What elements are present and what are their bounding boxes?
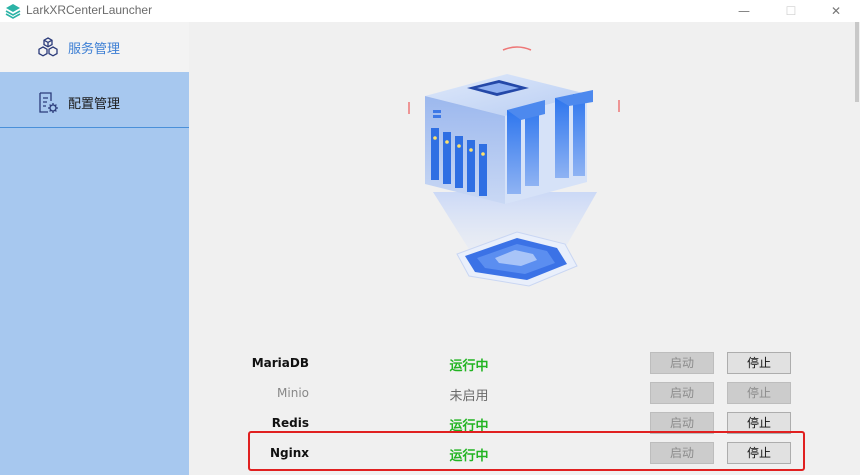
main-panel (189, 22, 854, 475)
service-name: Nginx (269, 446, 309, 460)
window-title: LarkXRCenterLauncher (26, 3, 153, 17)
start-button[interactable]: 启动 (650, 382, 714, 404)
stop-button[interactable]: 停止 (727, 352, 791, 374)
service-status: 运行中 (449, 419, 489, 434)
sidebar-item-label: 配置管理 (68, 97, 121, 112)
service-status: 运行中 (449, 449, 489, 464)
scrollbar-thumb[interactable] (855, 22, 859, 102)
service-row-mariadb: MariaDB 运行中 启动 停止 (189, 350, 854, 378)
service-status: 运行中 (449, 359, 489, 374)
close-button[interactable]: ✕ (830, 4, 842, 18)
service-row-redis: Redis 运行中 启动 停止 (189, 410, 854, 438)
highlight-box (248, 431, 805, 471)
config-document-icon (39, 92, 58, 113)
stop-button[interactable]: 停止 (727, 382, 791, 404)
stop-button[interactable]: 停止 (727, 442, 791, 464)
service-name: Minio (277, 386, 309, 400)
app-logo-icon (5, 4, 21, 19)
service-row-minio: Minio 未启用 启动 停止 (189, 380, 854, 408)
start-button[interactable]: 启动 (650, 412, 714, 434)
maximize-button[interactable]: ☐ (785, 4, 797, 18)
cubes-icon (38, 37, 58, 57)
sidebar-item-config-management[interactable]: 配置管理 (0, 77, 189, 128)
title-bar: LarkXRCenterLauncher — ☐ ✕ (0, 0, 860, 23)
service-name: Redis (271, 416, 309, 430)
scrollbar[interactable] (854, 22, 860, 475)
start-button[interactable]: 启动 (650, 352, 714, 374)
minimize-button[interactable]: — (738, 4, 750, 18)
service-name: MariaDB (251, 356, 309, 370)
sidebar-item-label: 服务管理 (68, 42, 121, 57)
sidebar-item-service-management[interactable]: 服务管理 (0, 22, 189, 72)
stop-button[interactable]: 停止 (727, 412, 791, 434)
server-illustration-icon (408, 46, 620, 287)
service-status: 未启用 (449, 389, 489, 404)
service-row-nginx: Nginx 运行中 启动 停止 (189, 440, 854, 468)
start-button[interactable]: 启动 (650, 442, 714, 464)
sidebar: 服务管理 配置管理 (0, 22, 189, 475)
